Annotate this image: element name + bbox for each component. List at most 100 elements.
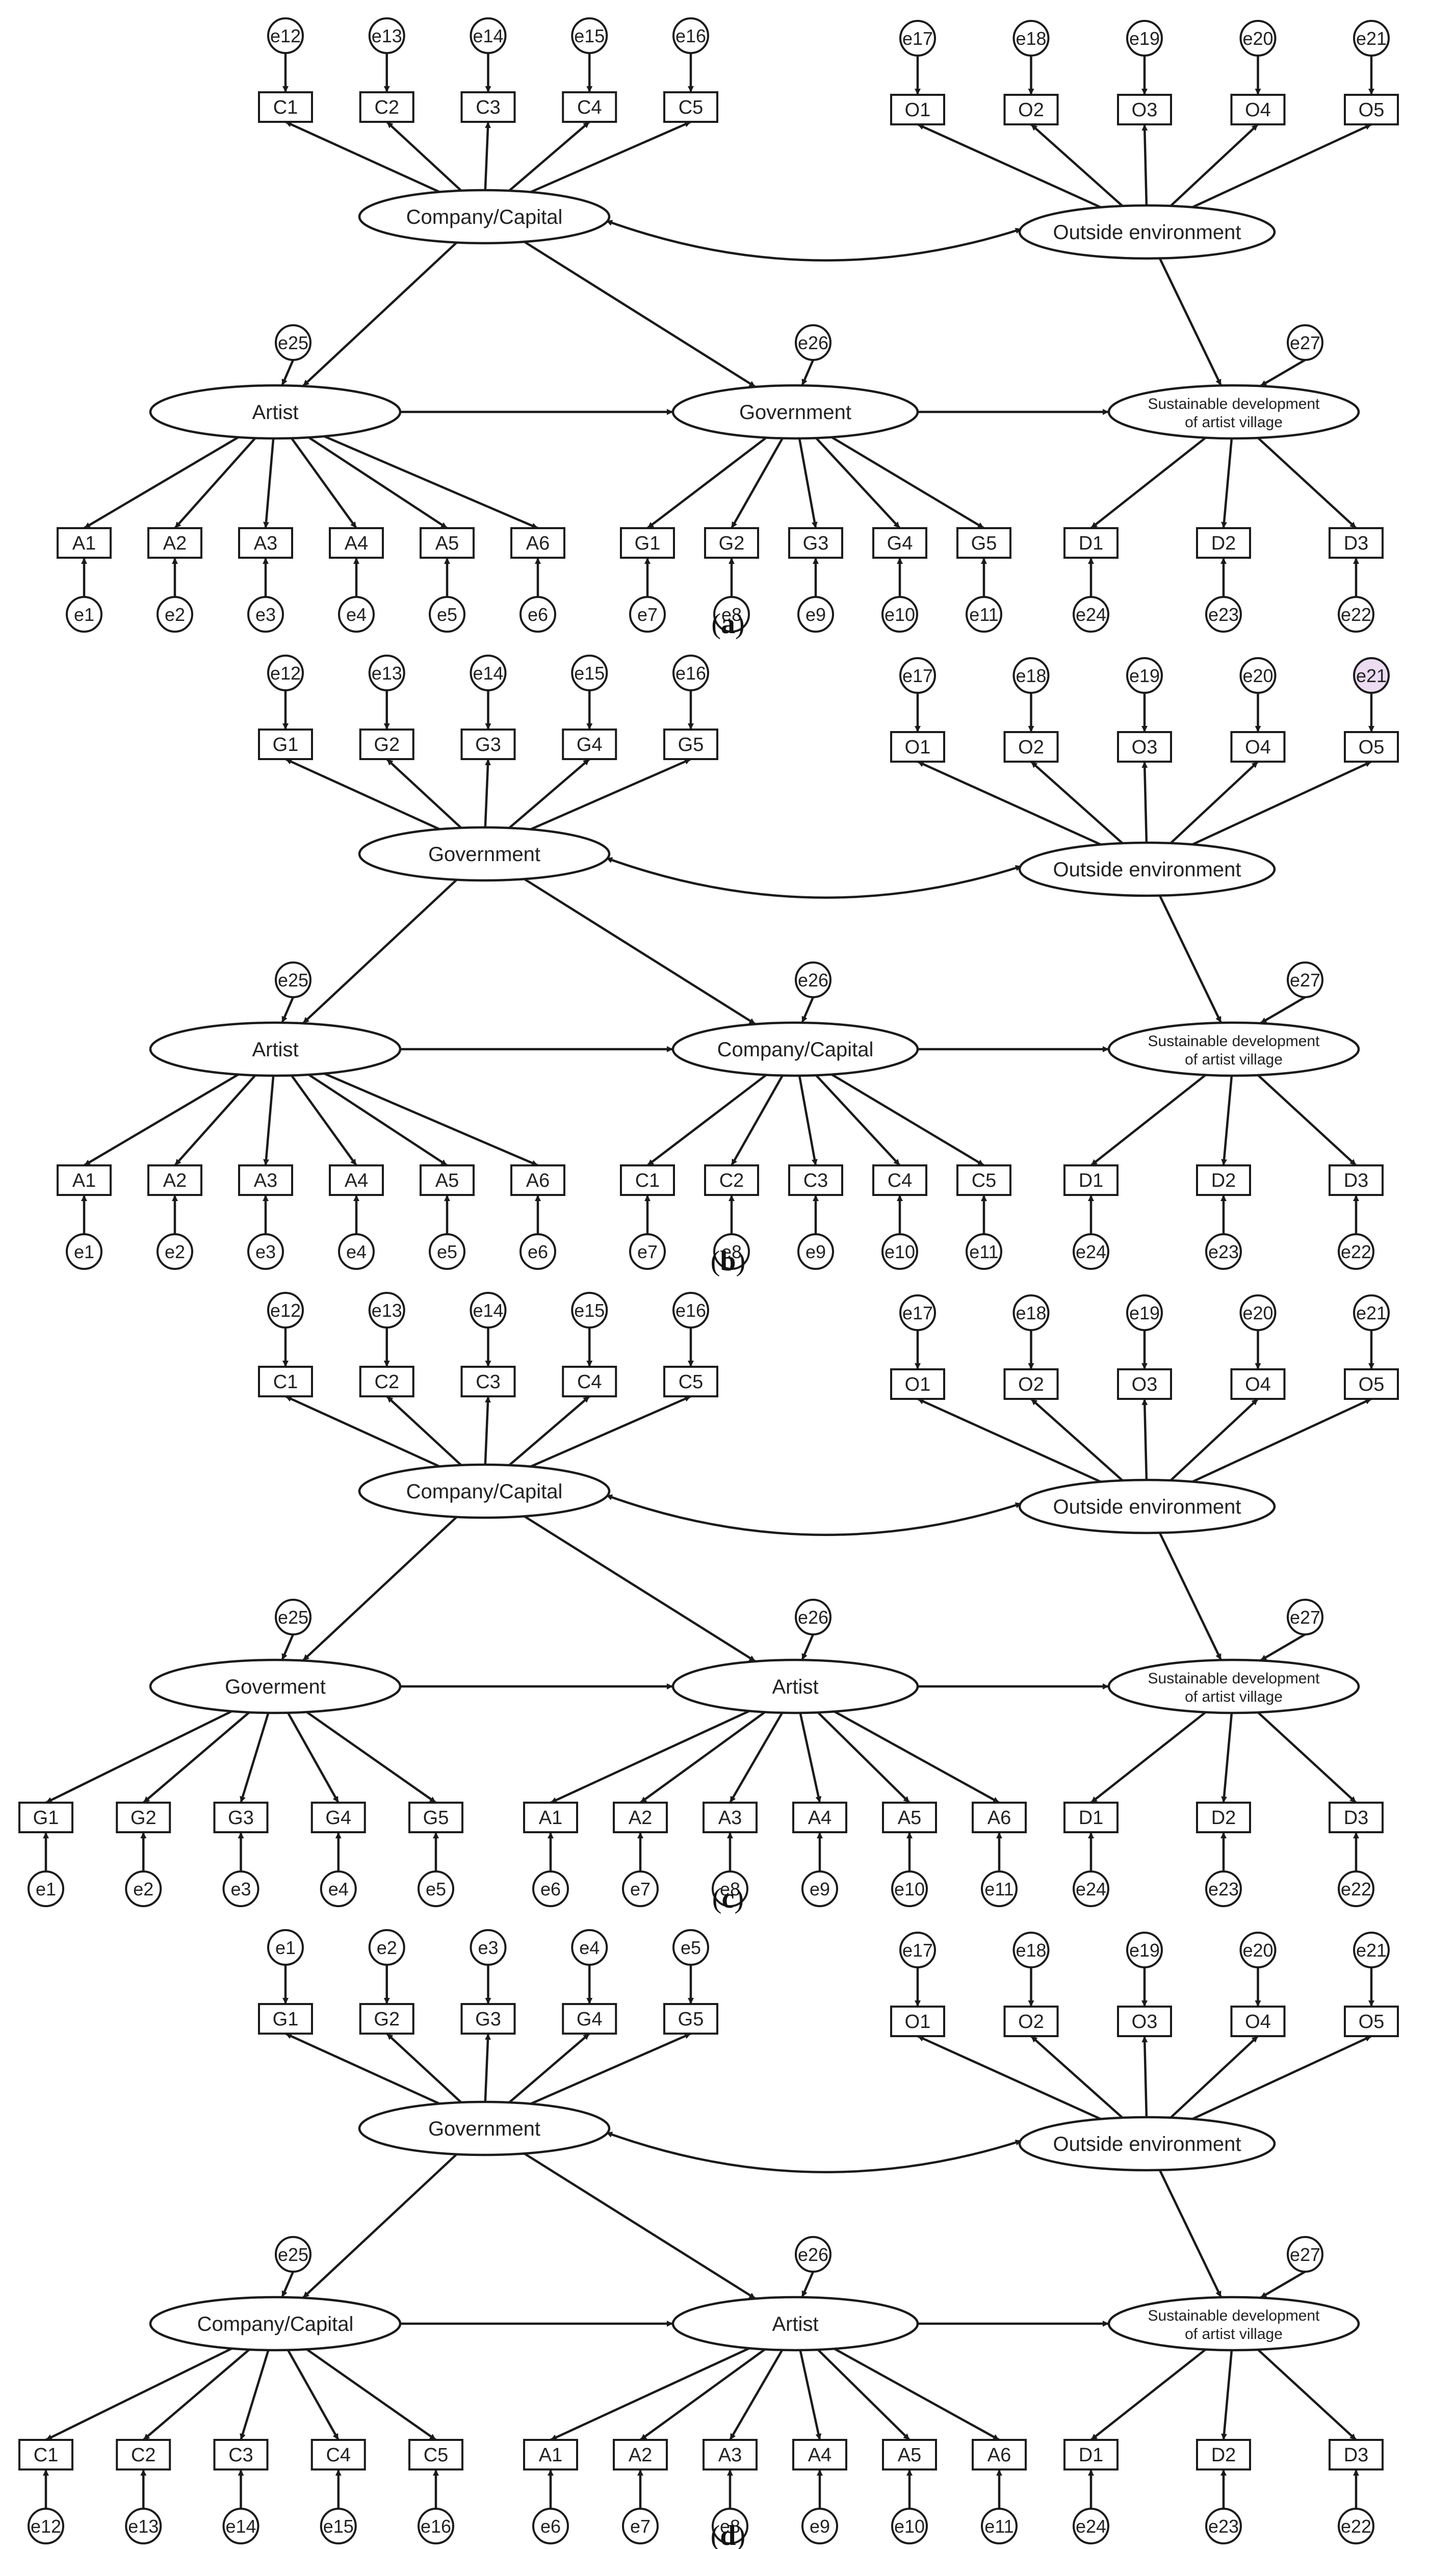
panel-d: G1e1G2e2G3e3G4e4G5e5O1e17O2e18O3e19O4e20… [18,1929,1399,2549]
error-label-e22: e22 [1341,2516,1371,2537]
error-circle-e8 [712,2508,748,2544]
indicator-box-a1 [57,1164,112,1196]
error-circle-e15 [571,655,608,691]
latent-label-government: Government [428,2118,540,2140]
error-circle-e23 [1205,2508,1242,2544]
disturbance-label-e26: e26 [798,1607,828,1628]
error-circle-e22 [1338,1233,1374,1270]
error-label-e10: e10 [885,1241,915,1262]
error-circle-e23 [1205,596,1242,633]
disturbance-path-e27 [1260,1633,1306,1662]
indicator-label-c4: C4 [577,1371,602,1393]
indicator-box-a4 [329,527,384,559]
latent-label-line-2: of artist village [1185,1688,1283,1705]
loading-a3 [263,1075,275,1166]
indicator-box-a6 [510,1164,565,1196]
indicator-box-o1 [890,731,945,763]
error-circle-e11 [981,2508,1018,2544]
error-circle-e24 [1073,2508,1109,2544]
disturbance-circle-e26 [795,2236,831,2273]
indicator-box-c4 [562,1366,617,1397]
error-label-e6: e6 [528,1241,548,1262]
indicator-label-a4: A4 [345,533,368,554]
indicator-label-a1: A1 [539,2444,562,2466]
disturbance-path-e26 [801,2271,815,2298]
indicator-box-g5 [956,527,1011,559]
indicator-box-c3 [460,91,516,123]
loading-a2 [639,1711,766,1804]
error-label-e7: e7 [637,1241,658,1262]
error-label-e9: e9 [805,604,826,625]
disturbance-circle-e27 [1287,324,1323,361]
indicator-label-c2: C2 [719,1170,744,1191]
error-circle-e19 [1126,1932,1163,1968]
indicator-label-o1: O1 [905,99,931,121]
error-label-e17: e17 [902,28,933,49]
error-circle-e16 [672,655,709,691]
indicator-label-o5: O5 [1359,737,1385,758]
error-circle-e3 [222,1870,259,1907]
error-label-e23: e23 [1208,604,1239,625]
error-circle-e15 [571,1292,608,1329]
path-L1-L4 [524,241,756,388]
error-label-e17: e17 [902,1303,933,1323]
indicator-box-c1 [258,1366,313,1397]
error-label-e20: e20 [1242,1940,1273,1961]
error-circle-e2 [125,1870,162,1907]
error-label-e15: e15 [574,663,605,684]
loading-c1 [285,120,440,193]
loading-c4 [508,121,590,192]
loading-o4 [1169,761,1259,844]
error-circle-e6 [519,596,556,633]
error-circle-e18 [1012,1294,1050,1331]
indicator-label-g1: G1 [273,734,299,756]
path-L1-L3 [302,242,458,387]
error-circle-e4 [571,1929,608,1966]
error-circle-e18 [1012,1932,1050,1968]
error-circle-e10 [881,1233,918,1270]
error-label-e1: e1 [74,604,94,625]
indicator-box-o3 [1117,94,1172,125]
indicator-box-a3 [238,1164,293,1196]
indicator-label-g4: G4 [577,734,603,756]
error-label-e13: e13 [372,663,402,684]
indicator-label-a4: A4 [808,2444,831,2466]
indicator-box-g2 [359,729,414,760]
latent-label-artist: Artist [252,401,298,424]
indicator-box-g3 [213,1802,269,1833]
indicator-box-o1 [890,2006,945,2037]
indicator-box-g5 [663,2003,718,2035]
loading-c4 [508,1395,590,1466]
error-label-e19: e19 [1129,665,1160,686]
path-L2-L5 [1158,2169,1223,2298]
error-label-e2: e2 [165,1241,185,1262]
panel-caption: (a) [711,608,744,640]
indicator-label-a5: A5 [898,2444,921,2466]
indicator-label-c3: C3 [803,1170,828,1191]
latent-company-capital [358,189,611,245]
indicator-label-a1: A1 [72,533,96,554]
loading-a4 [291,437,357,529]
error-label-e18: e18 [1016,665,1046,686]
error-label-e20: e20 [1242,28,1273,49]
indicator-box-d1 [1063,2439,1119,2470]
loading-o1 [917,760,1102,846]
latent-label-artist: Artist [772,1676,818,1698]
indicator-label-o2: O2 [1018,2011,1044,2033]
error-circle-e17 [899,1294,936,1331]
error-circle-e8 [713,596,750,633]
error-circle-e21 [1353,1932,1390,1968]
error-label-e1: e1 [275,1937,296,1958]
panel-b: G1e12G2e13G3e14G4e15G5e16O1e17O2e18O3e19… [57,655,1399,1277]
indicator-box-a6 [510,527,565,559]
indicator-box-c5 [663,1366,718,1397]
loading-c3 [240,2350,270,2440]
indicator-box-a1 [523,1802,578,1833]
indicator-box-c3 [788,1164,843,1196]
indicator-label-g4: G4 [325,1807,351,1829]
loading-g4 [287,1712,340,1804]
disturbance-circle-e26 [795,961,831,998]
loading-a1 [83,436,239,529]
indicator-box-g1 [18,1802,73,1833]
error-circle-e21 [1353,657,1390,694]
